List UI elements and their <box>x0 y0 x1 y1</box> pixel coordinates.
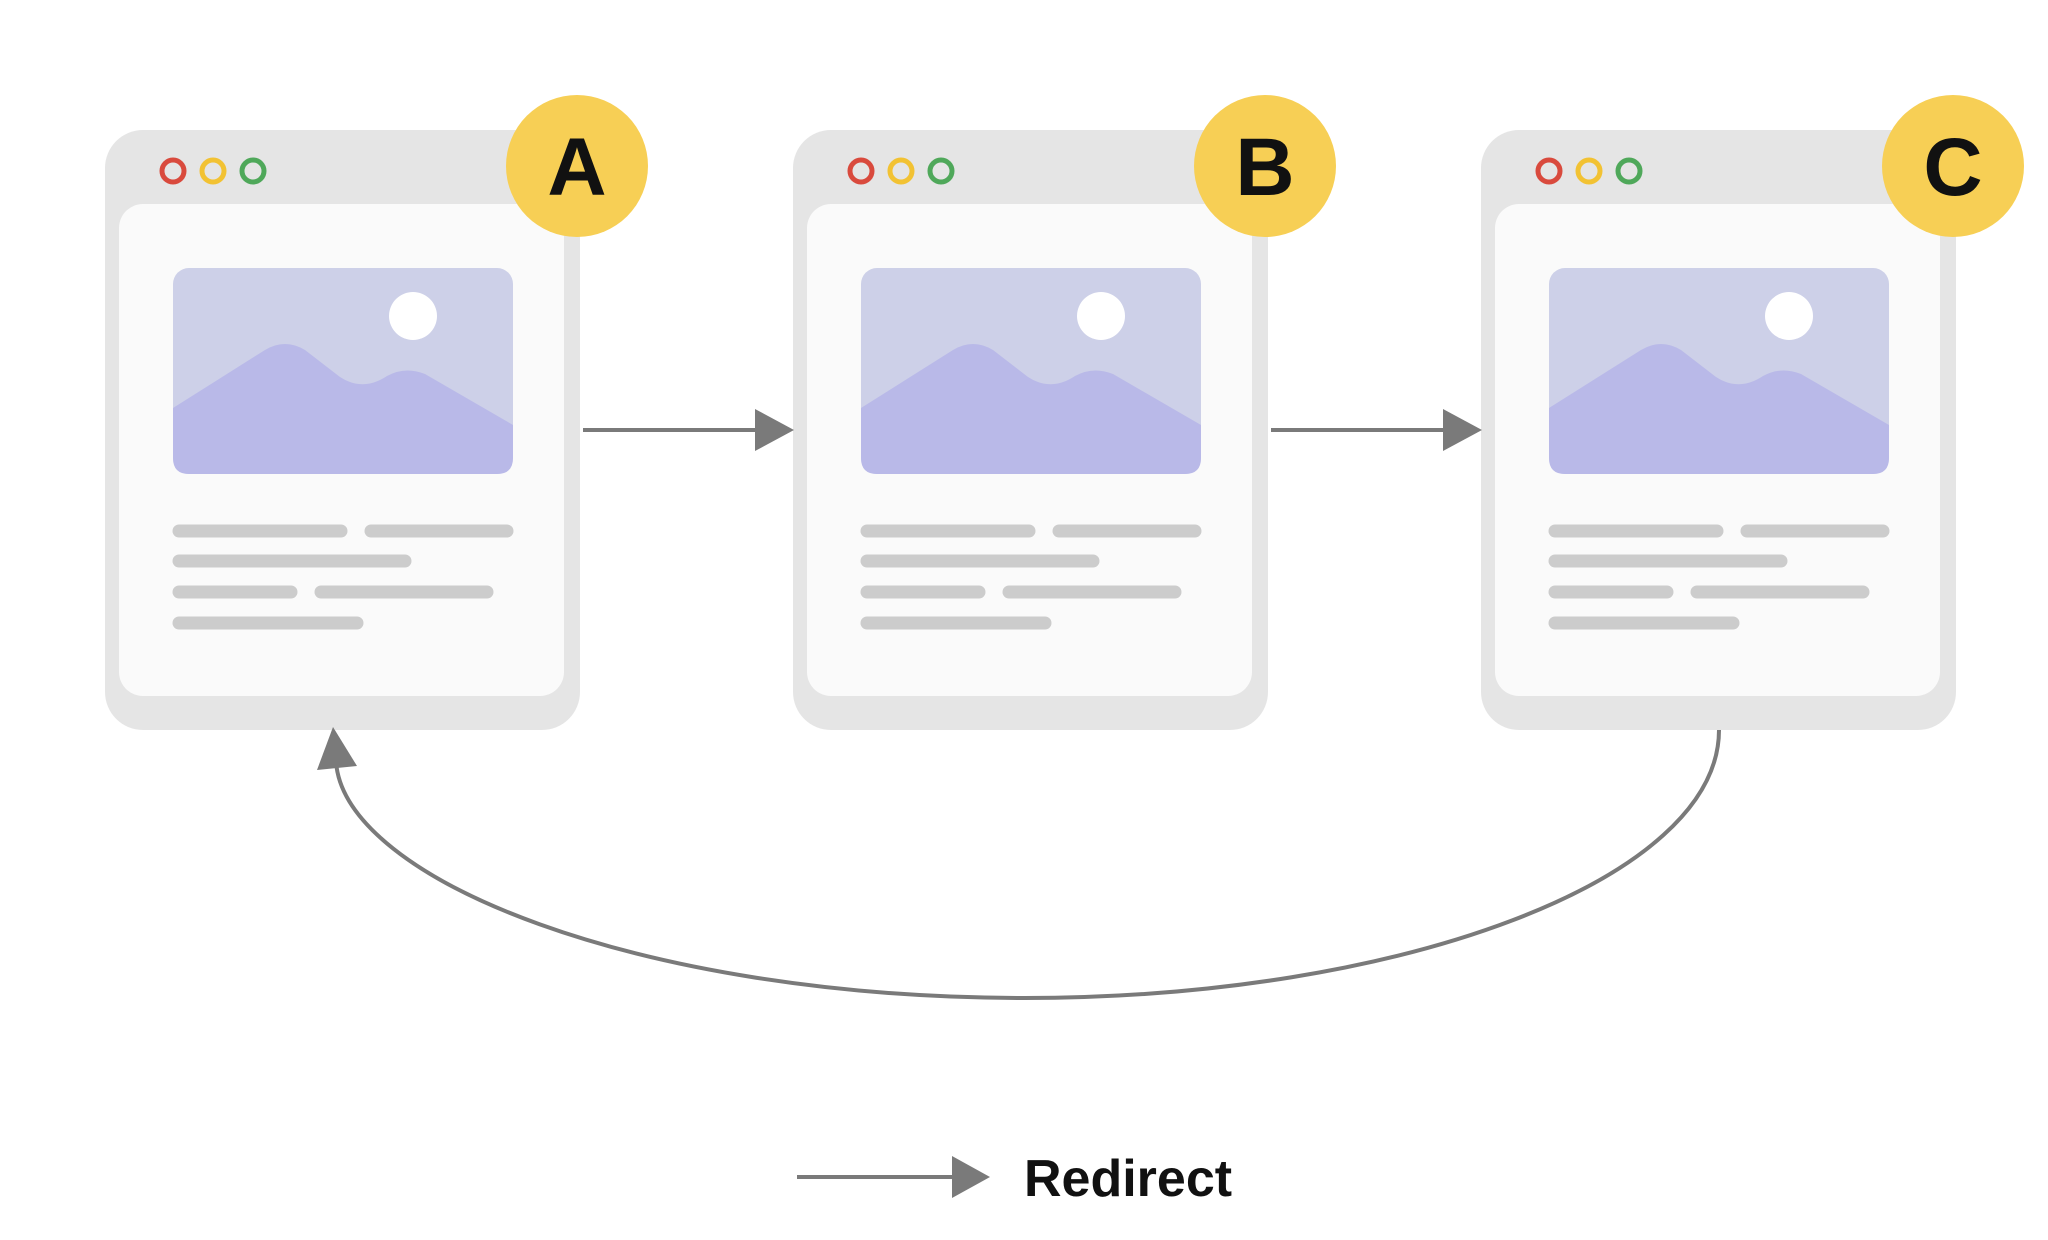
image-placeholder-icon <box>173 268 513 474</box>
redirect-arrow-b-to-c <box>1271 409 1482 451</box>
minimize-dot-icon <box>887 157 915 185</box>
maximize-dot-icon <box>239 157 267 185</box>
browser-window-b <box>793 130 1268 730</box>
minimize-dot-icon <box>1575 157 1603 185</box>
arrowhead-icon <box>317 727 357 770</box>
maximize-dot-icon <box>927 157 955 185</box>
legend-label: Redirect <box>1024 1150 1232 1208</box>
close-dot-icon <box>1535 157 1563 185</box>
legend-arrowhead-icon <box>952 1156 990 1198</box>
image-placeholder-icon <box>1549 268 1889 474</box>
browser-window-a <box>105 130 580 730</box>
legend: Redirect <box>797 1150 1232 1208</box>
arrowhead-icon <box>1443 409 1482 451</box>
badge-c: C <box>1882 95 2024 237</box>
badge-b: B <box>1194 95 1336 237</box>
close-dot-icon <box>847 157 875 185</box>
page-label-c: C <box>1923 122 1982 213</box>
page-label-a: A <box>547 122 606 213</box>
minimize-dot-icon <box>199 157 227 185</box>
image-placeholder-icon <box>861 268 1201 474</box>
maximize-dot-icon <box>1615 157 1643 185</box>
badge-a: A <box>506 95 648 237</box>
redirect-arrow-a-to-b <box>583 409 794 451</box>
text-lines-placeholder <box>1548 524 1890 630</box>
close-dot-icon <box>159 157 187 185</box>
browser-window-c <box>1481 130 1956 730</box>
text-lines-placeholder <box>860 524 1202 630</box>
arrowhead-icon <box>755 409 794 451</box>
redirect-arrow-c-to-a <box>317 727 1721 1001</box>
text-lines-placeholder <box>172 524 514 630</box>
page-label-b: B <box>1235 122 1294 213</box>
